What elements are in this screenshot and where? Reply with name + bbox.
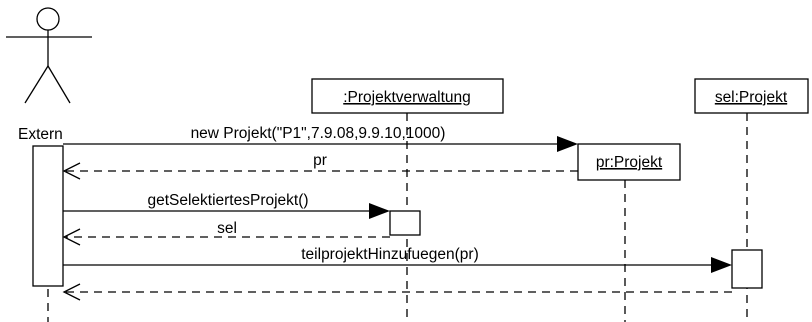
projektverwaltung-label: :Projektverwaltung [343, 89, 471, 106]
message-label: sel [217, 220, 237, 237]
projektverwaltung-box [311, 78, 504, 114]
sel-projekt-box [694, 78, 809, 114]
message-return-final [62, 283, 732, 301]
message-teilprojekt-hinzufuegen: teilprojektHinzufuegen(pr) [63, 246, 732, 273]
filled-arrowhead-icon [557, 136, 578, 152]
filled-arrowhead-icon [711, 257, 732, 273]
actor-left-leg [24, 65, 49, 104]
filled-arrowhead-icon [369, 203, 390, 219]
sel-projekt-label: sel:Projekt [715, 89, 788, 106]
participant-pr-projekt: pr:Projekt [577, 143, 681, 181]
open-arrowhead-icon [62, 283, 81, 301]
message-return-pr: pr [62, 152, 578, 180]
participant-projektverwaltung: :Projektverwaltung [311, 78, 504, 114]
actor-head [36, 7, 60, 31]
pr-projekt-label: pr:Projekt [596, 154, 663, 171]
actor-label: Extern [18, 126, 63, 143]
actor-right-leg [47, 65, 71, 104]
actor-activation [32, 145, 64, 287]
message-label: teilprojektHinzufuegen(pr) [301, 246, 478, 263]
actor-extern: Extern [6, 7, 92, 143]
message-label: new Projekt("P1",7.9.08,9.9.10,1000) [191, 125, 446, 142]
message-return-sel: sel [62, 220, 390, 246]
open-arrowhead-icon [62, 228, 81, 246]
participant-sel-projekt: sel:Projekt [694, 78, 809, 114]
pr-projekt-box [577, 143, 681, 181]
sel-projekt-activation [731, 249, 763, 289]
open-arrowhead-icon [62, 162, 81, 180]
message-label: pr [313, 152, 327, 169]
message-label: getSelektiertesProjekt() [147, 192, 308, 209]
message-get-selektiertes-projekt: getSelektiertesProjekt() [63, 192, 390, 219]
projektverwaltung-activation [389, 210, 421, 236]
message-create-projekt: new Projekt("P1",7.9.08,9.9.10,1000) [63, 125, 578, 152]
